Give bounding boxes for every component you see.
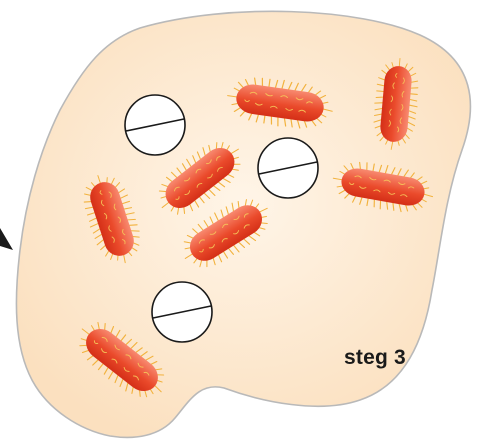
vesicle-icon — [258, 138, 318, 198]
vesicle-icon — [125, 95, 185, 155]
step-label: steg 3 — [344, 346, 406, 370]
arrow-pointer-icon — [0, 228, 13, 250]
vesicle-icon — [152, 282, 212, 342]
